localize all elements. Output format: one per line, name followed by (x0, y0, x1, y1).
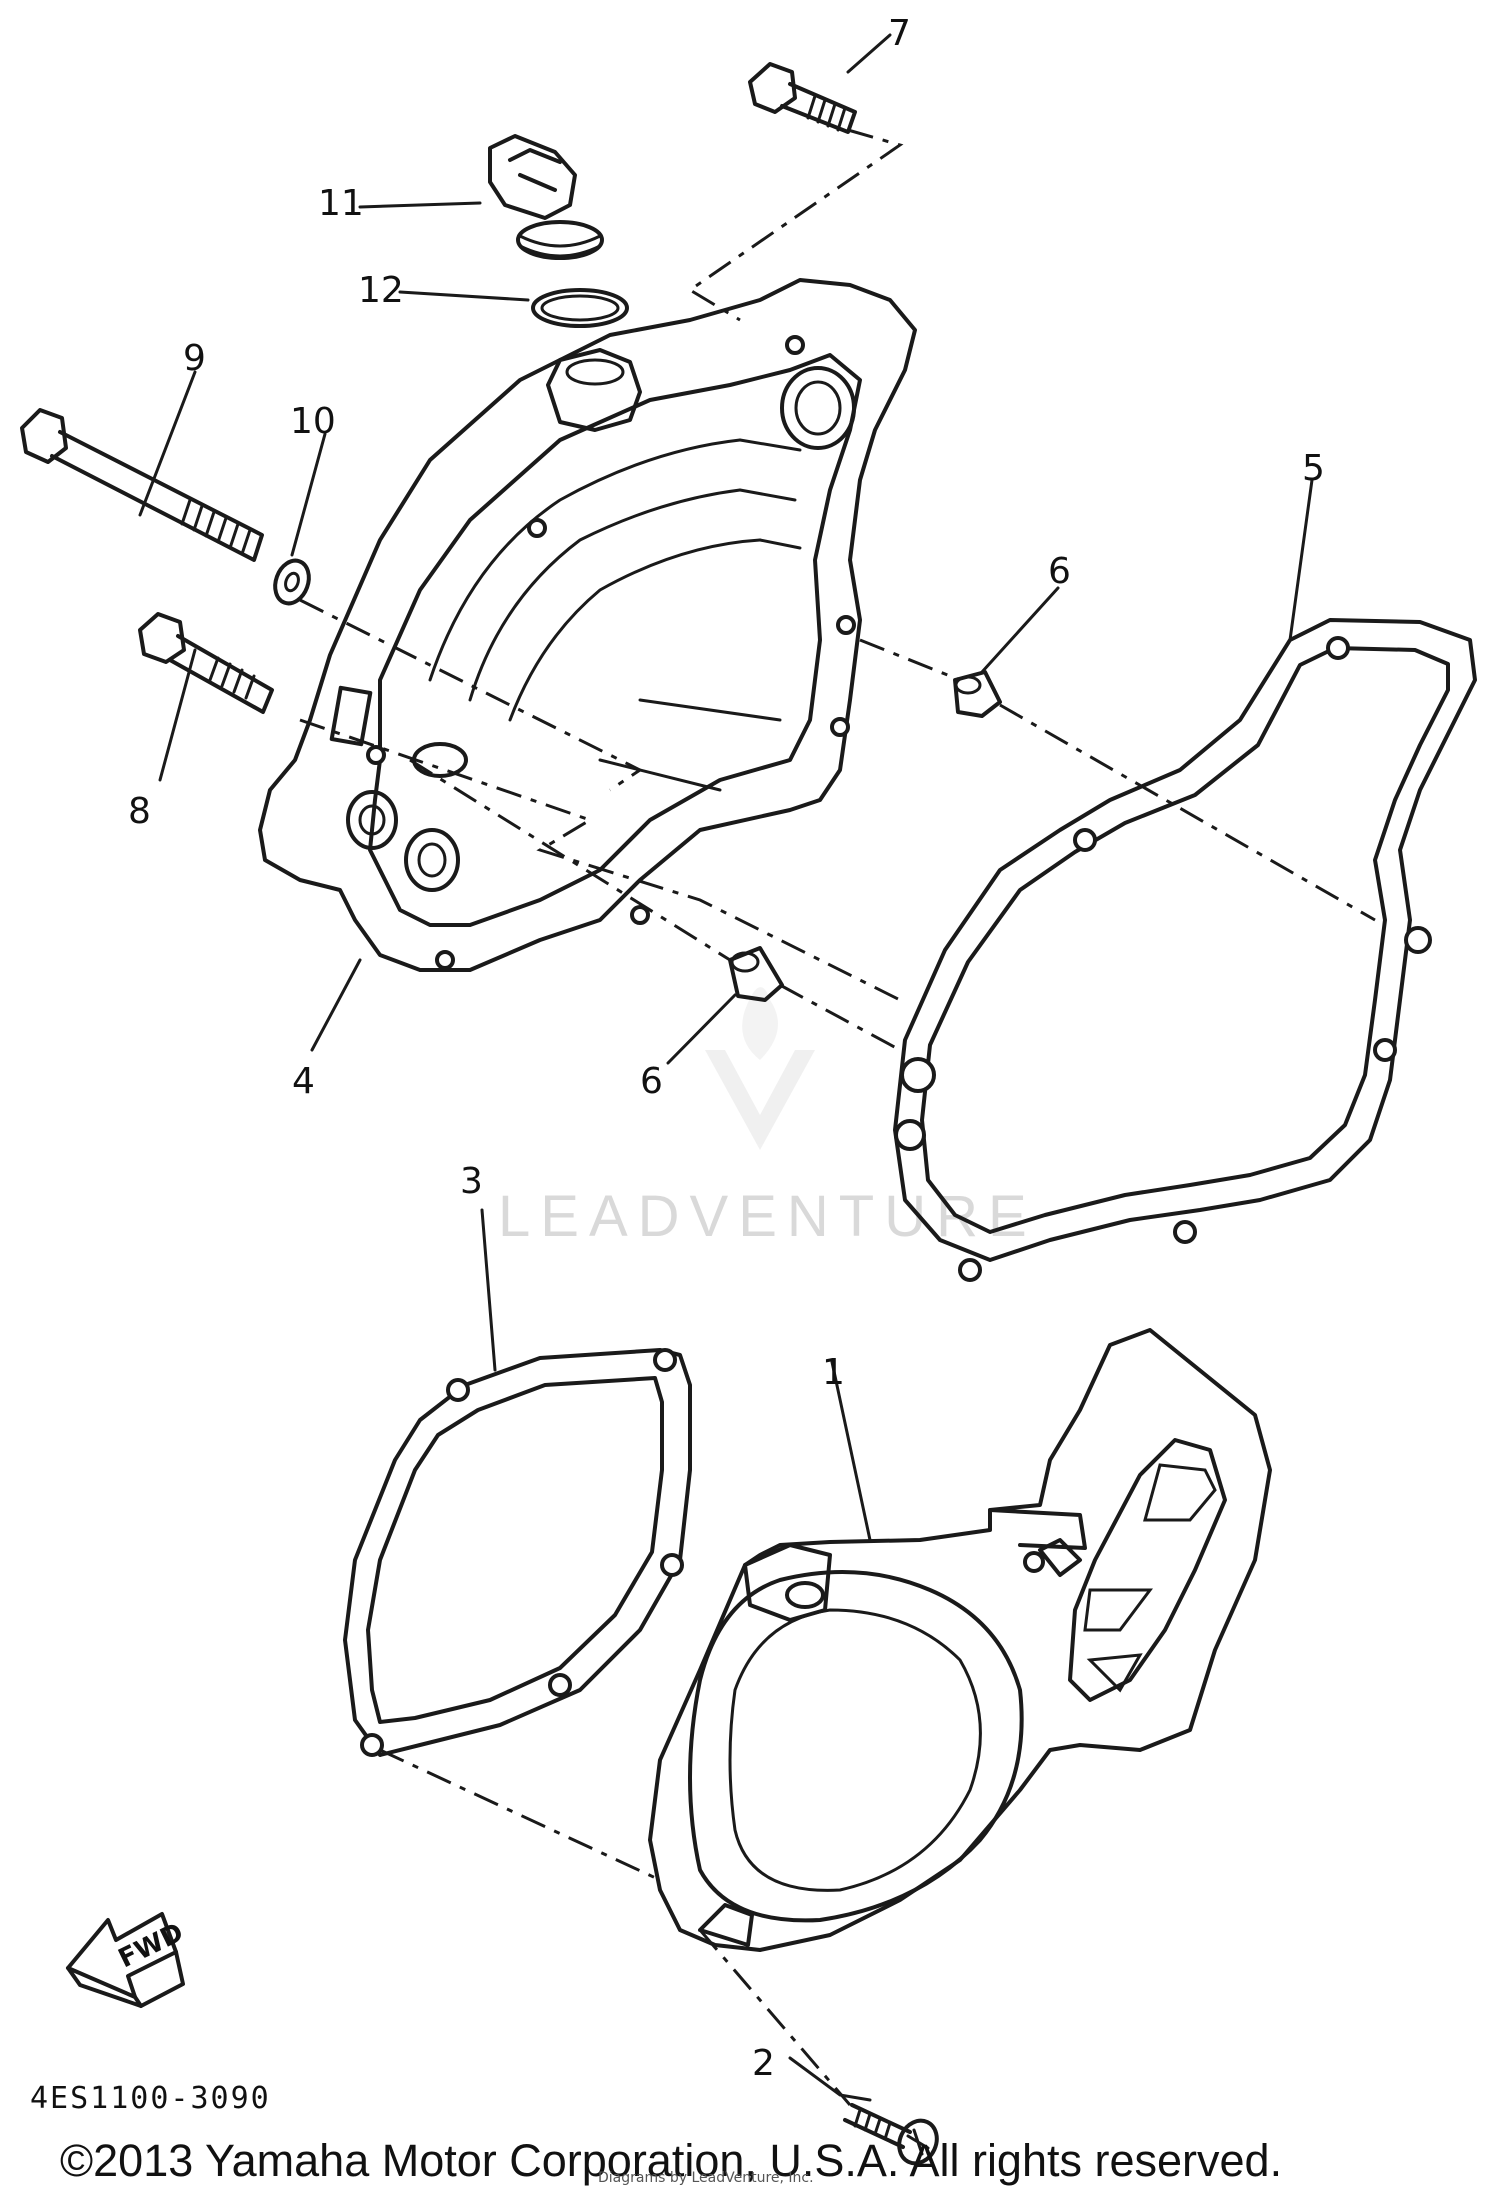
callout-11: 11 (318, 183, 364, 224)
copyright-notice: ©2013 Yamaha Motor Corporation, U.S.A. A… (60, 2135, 1282, 2186)
outer-cover-1 (648, 1328, 1272, 1952)
callout-1: 1 (822, 1352, 845, 1393)
bolt-9 (20, 408, 264, 562)
gasket-5 (893, 618, 1477, 1282)
forward-direction-arrow (66, 1912, 185, 2008)
crankcase-cover-4 (258, 278, 917, 972)
gasket-3 (343, 1348, 692, 1757)
watermark-logo (705, 987, 815, 1150)
callout-2: 2 (752, 2043, 775, 2084)
diagram-credit: Diagrams by LeadVenture, Inc. (598, 2170, 814, 2186)
callout-5: 5 (1302, 448, 1325, 489)
callout-9: 9 (183, 338, 206, 379)
screw-2 (843, 2103, 939, 2166)
assembly-lines (299, 128, 1376, 2106)
callout-3: 3 (460, 1161, 483, 1202)
bolt-7 (748, 62, 857, 134)
callout-6-upper: 6 (1048, 551, 1071, 592)
dowel-pin-6-upper (953, 670, 1002, 718)
part-code: 4ES1100-3090 (30, 2081, 271, 2116)
oil-filler-plug-11 (488, 134, 604, 260)
callout-10: 10 (290, 401, 336, 442)
callout-12: 12 (358, 270, 404, 311)
dowel-pin-6-lower (728, 946, 784, 1002)
callout-7: 7 (888, 13, 911, 54)
callout-8: 8 (128, 791, 151, 832)
bolt-8 (138, 612, 274, 714)
o-ring-12 (531, 288, 629, 328)
callout-6-lower: 6 (640, 1061, 663, 1102)
leader-lines (138, 33, 1314, 2102)
washer-10 (273, 558, 311, 606)
callout-4: 4 (292, 1061, 315, 1102)
